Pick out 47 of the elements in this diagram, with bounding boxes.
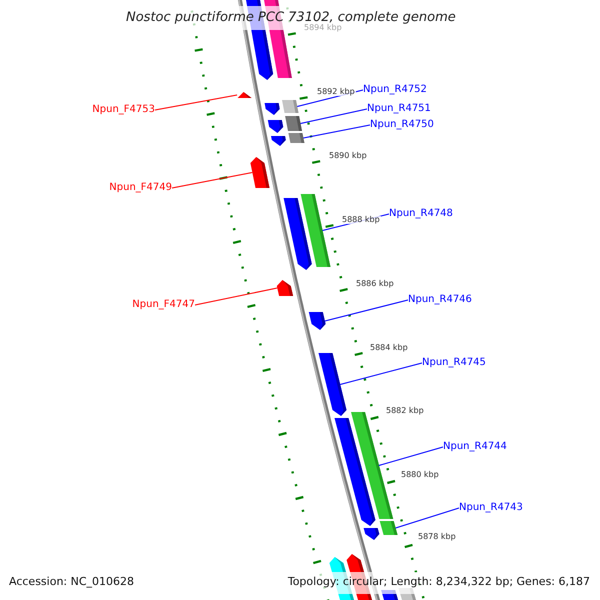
gene-segment xyxy=(318,353,346,416)
gene-label: Npun_R4750 xyxy=(370,120,434,130)
gene-label: Npun_F4747 xyxy=(132,300,195,310)
scale-label: 5878 kbp xyxy=(417,533,457,541)
gene-label: Npun_R4744 xyxy=(443,442,507,452)
gene-label: Npun_F4749 xyxy=(109,183,172,193)
gene-segment xyxy=(250,157,270,188)
scale-label: 5894 kbp xyxy=(303,24,343,32)
gene-segment xyxy=(364,528,380,540)
leader-line xyxy=(324,300,408,322)
scale-label: 5890 kbp xyxy=(328,152,368,160)
gene-segment xyxy=(268,120,284,133)
leader-line xyxy=(340,362,422,385)
leader-line xyxy=(378,446,444,466)
gene-label: Npun_R4748 xyxy=(389,209,453,219)
leader-line xyxy=(154,94,238,110)
accession-text: Accession: NC_010628 xyxy=(9,576,134,587)
leader-line xyxy=(172,172,253,188)
gene-bar xyxy=(288,133,304,143)
gene-label: Npun_R4751 xyxy=(367,104,431,114)
leader-line xyxy=(302,124,370,138)
gene-label: Npun_R4752 xyxy=(363,85,427,95)
leader-line xyxy=(395,508,460,528)
gene-segment xyxy=(264,103,280,115)
scale-label: 5882 kbp xyxy=(385,407,425,415)
gene-segment xyxy=(271,136,286,146)
map-title: Nostoc punctiforme PCC 73102, complete genome xyxy=(126,11,456,24)
leader-line xyxy=(300,108,368,124)
gene-label: Npun_R4743 xyxy=(459,503,523,513)
genome-stats-text: Topology: circular; Length: 8,234,322 bp; Genes: 6,187 xyxy=(288,576,590,587)
gene-bar xyxy=(380,521,398,535)
scale-label: 5886 kbp xyxy=(355,280,395,288)
scale-label: 5892 kbp xyxy=(316,88,356,96)
scale-label: 5884 kbp xyxy=(369,344,409,352)
scale-label: 5888 kbp xyxy=(341,216,381,224)
gene-segment xyxy=(238,92,252,98)
leader-line xyxy=(194,288,278,306)
gene-segment xyxy=(284,198,312,270)
gene-bar xyxy=(282,100,298,113)
scale-label: 5880 kbp xyxy=(400,471,440,479)
gene-label: Npun_F4753 xyxy=(92,105,155,115)
gene-segment xyxy=(308,312,326,330)
gene-segment xyxy=(276,280,294,296)
gene-label: Npun_R4745 xyxy=(422,358,486,368)
gene-segment xyxy=(334,418,376,526)
gene-bar xyxy=(285,116,302,131)
gene-label: Npun_R4746 xyxy=(408,295,472,305)
